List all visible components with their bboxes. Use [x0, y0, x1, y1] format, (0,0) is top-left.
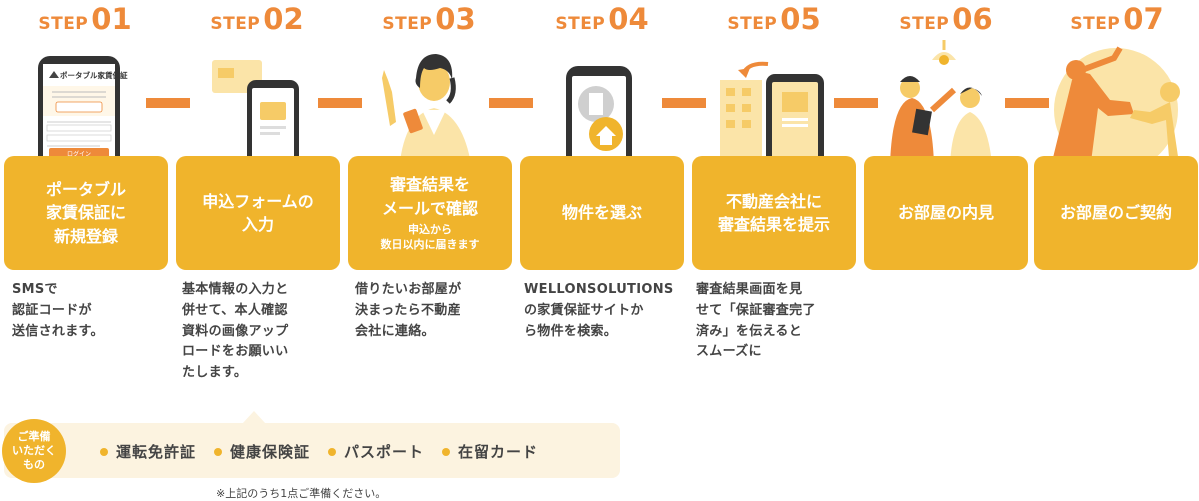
step-title: 不動産会社に 審査結果を提示: [717, 191, 830, 234]
prep-items: 運転免許証 健康保険証 パスポート 在留カード: [100, 441, 538, 462]
prep-item: 運転免許証: [100, 441, 196, 462]
bullet-icon: [100, 447, 108, 456]
bullet-icon: [214, 447, 223, 456]
step-card-6: お部屋の内見: [864, 156, 1028, 270]
step-card-3: 審査結果を メールで確認申込から 数日以内に届きます: [348, 156, 512, 270]
viewing-people-icon: [890, 40, 992, 165]
step-title: 物件を選ぶ: [561, 203, 642, 223]
phone-building-icon: [566, 66, 632, 165]
prep-item-label: 在留カード: [458, 443, 539, 461]
bullet-icon: [442, 447, 451, 456]
step-word: STEP: [38, 14, 89, 34]
phone-login-text: ログイン: [67, 150, 91, 158]
step-word: STEP: [1070, 14, 1121, 34]
prep-pointer: [242, 411, 266, 424]
handshake-icon: [1051, 46, 1180, 165]
prep-note: ※上記のうち1点ご準備ください。: [216, 487, 387, 500]
step-description-5: 審査結果画面を見 せて「保証審査完了 済み」を伝えると スムーズに: [696, 282, 816, 360]
step-connector: [662, 98, 706, 108]
step-word: STEP: [555, 14, 606, 34]
step-subtitle: 申込から 数日以内に届きます: [380, 222, 480, 252]
phone-app-icon: ポータブル家賃保証 ログイン: [38, 56, 128, 165]
step-description-1: SMSで 認証コードが 送信されます。: [12, 282, 104, 339]
step-card-5: 不動産会社に 審査結果を提示: [692, 156, 856, 270]
prep-item: 在留カード: [442, 441, 538, 462]
prep-item-label: 運転免許証: [116, 443, 197, 461]
step-number: 07: [1123, 2, 1164, 36]
phone-card-icon: [212, 60, 299, 165]
step-title: お部屋の内見: [897, 203, 994, 223]
step-card-7: お部屋のご契約: [1034, 156, 1198, 270]
step-title: ポータブル 家賃保証に 新規登録: [45, 180, 126, 246]
step-number: 04: [608, 2, 649, 36]
step-title: 申込フォームの 入力: [202, 191, 314, 234]
prep-label: ご準備 いただく もの: [2, 419, 66, 483]
step-number: 06: [952, 2, 993, 36]
step-number: 02: [263, 2, 304, 36]
step-title: 審査結果を メールで確認: [381, 175, 478, 218]
step-word: STEP: [899, 14, 950, 34]
step-word: STEP: [382, 14, 433, 34]
step-title: お部屋のご契約: [1059, 203, 1172, 223]
prep-item: パスポート: [328, 441, 424, 462]
step-description-4: WELLONSOLUTIONS の家賃保証サイトか ら物件を検索。: [524, 282, 674, 339]
step-description-3: 借りたいお部屋が 決まったら不動産 会社に連絡。: [355, 282, 462, 339]
building-phone-icon: [720, 61, 824, 165]
step-card-4: 物件を選ぶ: [520, 156, 684, 270]
step-connector: [834, 98, 878, 108]
step-word: STEP: [727, 14, 778, 34]
step-word: STEP: [210, 14, 261, 34]
step-connector: [1005, 98, 1049, 108]
phone-logo-text: ポータブル家賃保証: [60, 70, 128, 80]
step-number: 01: [91, 2, 132, 36]
step-connector: [318, 98, 362, 108]
prep-item: 健康保険証: [214, 441, 310, 462]
prep-item-label: 健康保険証: [230, 443, 311, 461]
step-description-2: 基本情報の入力と 併せて、本人確認 資料の画像アップ ロードをお願いい たします…: [182, 282, 289, 381]
step-number: 03: [435, 2, 476, 36]
woman-phone-icon: [382, 54, 472, 165]
step-connector: [146, 98, 190, 108]
step-number: 05: [780, 2, 821, 36]
step-card-2: 申込フォームの 入力: [176, 156, 340, 270]
step-connector: [489, 98, 533, 108]
bullet-icon: [328, 447, 337, 456]
prep-item-label: パスポート: [344, 443, 425, 461]
step-card-1: ポータブル 家賃保証に 新規登録: [4, 156, 168, 270]
